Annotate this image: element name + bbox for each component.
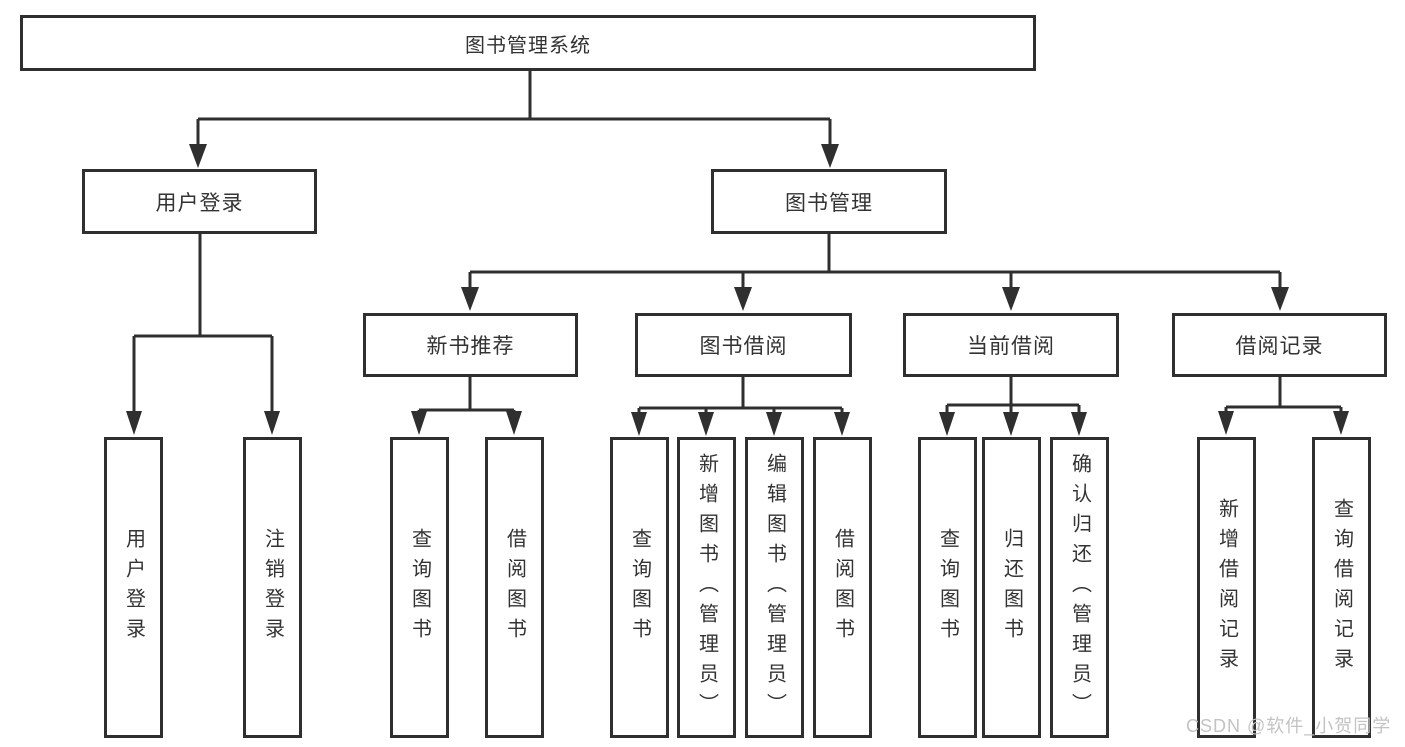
leaf-edit-books-admin-label: 编辑图书（管理员） — [763, 452, 786, 723]
leaf-return-books-label: 归还图书 — [1000, 527, 1023, 648]
connector-root-to-level2 — [189, 70, 839, 168]
connector-book-management-branch — [461, 233, 1289, 311]
leaf-add-books-admin: 新增图书（管理员） — [677, 437, 736, 738]
node-current-borrow: 当前借阅 — [903, 313, 1119, 377]
leaf-confirm-return-admin-label: 确认归还（管理员） — [1068, 452, 1091, 723]
leaf-add-borrow-record: 新增借阅记录 — [1197, 437, 1256, 738]
node-book-management: 图书管理 — [711, 169, 947, 234]
leaf-confirm-return-admin: 确认归还（管理员） — [1050, 437, 1109, 738]
node-book-borrow: 图书借阅 — [635, 313, 852, 377]
connector-borrow-records-branch — [1218, 377, 1349, 435]
leaf-borrow-books: 借阅图书 — [813, 437, 872, 738]
leaf-borrow-books-recommend-label: 借阅图书 — [503, 527, 526, 648]
node-borrow-records: 借阅记录 — [1172, 313, 1387, 377]
node-current-borrow-label: 当前借阅 — [967, 335, 1055, 358]
node-new-book-recommend-label: 新书推荐 — [426, 335, 515, 358]
leaf-query-books-borrow-label: 查询图书 — [628, 527, 651, 648]
node-book-management-label: 图书管理 — [785, 191, 873, 215]
connector-book-borrow-branch — [631, 377, 850, 436]
leaf-query-books-recommend: 查询图书 — [390, 437, 449, 738]
connector-user-login-branch — [126, 234, 280, 435]
connector-new-book-recommend-branch — [411, 377, 522, 435]
watermark: CSDN @软件_小贺同学 — [1186, 716, 1392, 736]
leaf-borrow-books-recommend: 借阅图书 — [485, 437, 544, 738]
leaf-query-borrow-record: 查询借阅记录 — [1312, 437, 1371, 738]
leaf-edit-books-admin: 编辑图书（管理员） — [745, 437, 804, 738]
node-user-login-label: 用户登录 — [155, 191, 244, 215]
leaf-query-books-borrow: 查询图书 — [610, 437, 669, 738]
leaf-logout-label: 注销登录 — [261, 527, 284, 648]
connector-current-borrow-branch — [939, 377, 1087, 436]
node-book-borrow-label: 图书借阅 — [699, 335, 788, 358]
node-library-system-label: 图书管理系统 — [465, 34, 591, 57]
node-library-system: 图书管理系统 — [20, 15, 1036, 71]
leaf-query-books-current-label: 查询图书 — [936, 527, 959, 648]
leaf-add-borrow-record-label: 新增借阅记录 — [1215, 497, 1238, 678]
node-borrow-records-label: 借阅记录 — [1235, 335, 1324, 358]
leaf-query-books-recommend-label: 查询图书 — [408, 527, 431, 648]
leaf-query-borrow-record-label: 查询借阅记录 — [1330, 497, 1353, 678]
node-user-login: 用户登录 — [82, 169, 317, 234]
leaf-logout: 注销登录 — [243, 437, 302, 738]
leaf-borrow-books-label: 借阅图书 — [831, 527, 854, 648]
leaf-user-login-label: 用户登录 — [122, 527, 145, 648]
leaf-user-login: 用户登录 — [104, 437, 163, 738]
node-new-book-recommend: 新书推荐 — [363, 313, 578, 377]
leaf-query-books-current: 查询图书 — [918, 437, 977, 738]
leaf-add-books-admin-label: 新增图书（管理员） — [695, 452, 718, 723]
leaf-return-books: 归还图书 — [982, 437, 1041, 738]
